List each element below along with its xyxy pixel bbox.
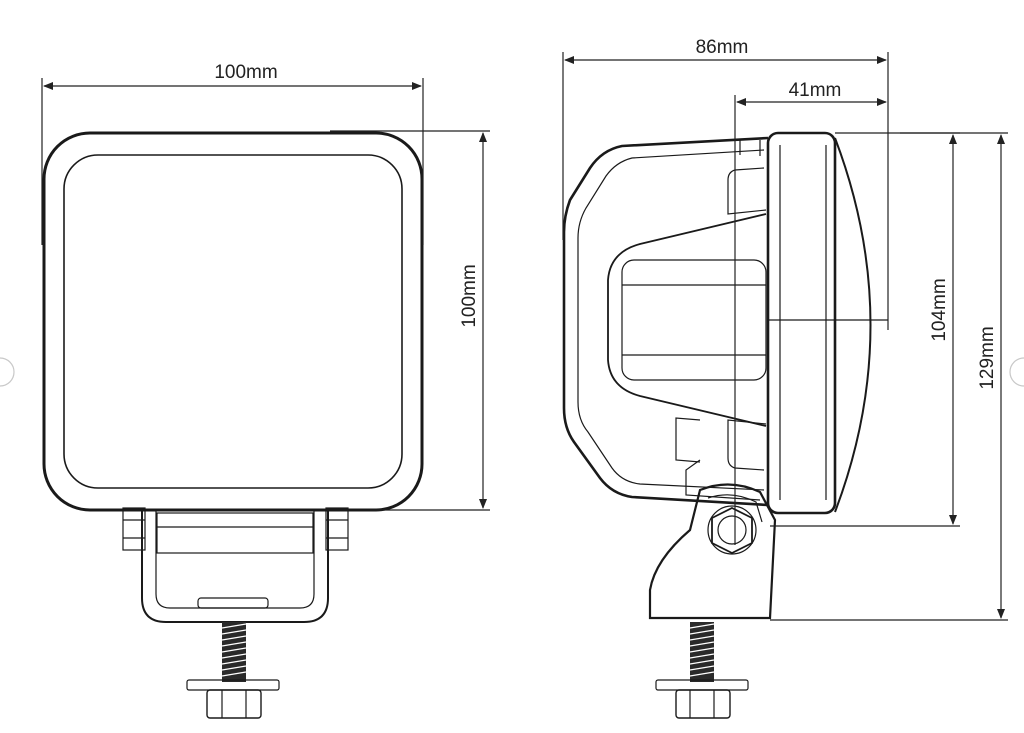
side-heatsink [607, 140, 767, 501]
side-lens-depth-dimension: 41mm [734, 80, 887, 545]
front-width-dimension: 100mm [41, 62, 424, 245]
side-bracket [648, 483, 777, 620]
side-lens-height-dimension: 104mm [770, 132, 960, 527]
side-lens-dome [834, 137, 872, 513]
side-total-height-label: 129mm [977, 326, 998, 389]
side-bezel [766, 131, 837, 515]
front-housing [42, 131, 424, 512]
side-hex-nut [711, 506, 753, 555]
side-lens-depth-label: 41mm [789, 80, 842, 101]
side-view: 86mm 41mm 104mm 129mm [562, 37, 1008, 719]
front-height-dimension: 100mm [330, 130, 490, 511]
side-lens-height-label: 104mm [929, 278, 950, 341]
front-view: 100mm 100mm [41, 62, 490, 719]
front-height-label: 100mm [459, 264, 480, 327]
side-stud [655, 622, 749, 719]
front-stud [186, 622, 280, 719]
side-housing [562, 136, 769, 507]
front-width-label: 100mm [214, 62, 277, 83]
carousel-prev-edge[interactable] [0, 357, 15, 387]
front-lens [63, 154, 403, 489]
carousel-next-edge[interactable] [1009, 357, 1024, 387]
front-bracket [122, 507, 349, 623]
side-total-height-dimension: 129mm [770, 132, 1008, 621]
side-depth-label: 86mm [696, 37, 749, 58]
side-depth-dimension: 86mm [562, 37, 889, 330]
